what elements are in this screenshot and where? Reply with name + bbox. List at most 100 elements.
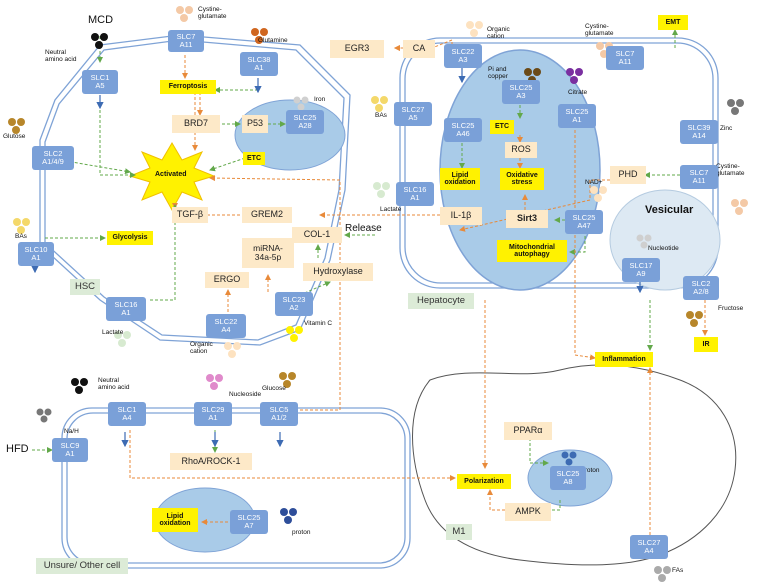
arrow-ppara-slc25a8 — [529, 438, 549, 466]
transporter-slc27a5: SLC27 A5 — [394, 102, 432, 126]
transporter-slc7a11-hep2: SLC7 A11 — [680, 165, 718, 189]
substrate-fructose: Fructose — [718, 305, 744, 312]
outcome-etc-hep: ETC — [490, 120, 514, 134]
mediator-phd: PHD — [610, 166, 646, 184]
transporter-slc39a14: SLC39 A14 — [680, 120, 718, 144]
transporter-slc25a46: SLC25 A46 — [444, 118, 482, 142]
mediator-sirt3: Sirt3 — [506, 210, 548, 228]
substrate-fas: FAs — [672, 567, 684, 574]
glucose-dots-bottom — [279, 372, 296, 388]
mcd-label: MCD — [88, 14, 114, 26]
hfd-label: HFD — [6, 443, 29, 455]
substrate-organic-cation-hsc: Organic cation — [190, 341, 213, 355]
zinc-dots — [727, 99, 744, 115]
substrate-nucleotide: Nucleotide — [648, 245, 679, 252]
transporter-slc5a12: SLC5 A1/2 — [260, 402, 298, 426]
transporter-slc25a1: SLC25 A1 — [558, 104, 596, 128]
transporter-slc23a2: SLC23 A2 — [275, 292, 313, 316]
substrate-glutamine: Glutamine — [258, 37, 288, 44]
substrate-glucose-bottom: Glucose — [262, 385, 286, 392]
vitamin-c-dots — [286, 326, 303, 342]
outcome-lipid-oxidation-other: Lipid oxidation — [152, 508, 198, 532]
mediator-ampk: AMPK — [505, 503, 551, 521]
substrate-proton: proton — [292, 529, 311, 536]
nad-dots — [590, 186, 607, 202]
m1-label: M1 — [446, 524, 472, 540]
substrate-vitamin-c: Vitamin C — [304, 320, 333, 327]
outcome-oxidative-stress: Oxidative stress — [500, 168, 544, 190]
substrate-pi-copper: Pi and copper — [488, 66, 508, 80]
substrate-nucleoside: Nucleoside — [229, 391, 262, 398]
arrow-slc38a1 — [214, 80, 259, 93]
substrate-glucose-left: Glutose — [3, 133, 26, 140]
substrate-neutral-aa: Neutral amino acid — [45, 49, 77, 63]
substrate-cystine-hsc: Cystine- glutamate — [198, 6, 227, 20]
organic-cation-dots-hsc — [224, 342, 241, 358]
unsure-cell-label: Unsure/ Other cell — [36, 558, 128, 574]
outcome-emt: EMT — [658, 15, 688, 30]
transporter-slc16a1-hep: SLC16 A1 — [396, 182, 434, 206]
arrow-slc16a1-activated — [150, 204, 178, 301]
other-cell-membrane — [61, 407, 411, 569]
outcome-ir: IR — [694, 337, 718, 352]
mediator-brd7: BRD7 — [172, 115, 220, 133]
substrate-neutral-aa-bottom: Neutral amino acid — [98, 377, 130, 391]
proton-dots — [280, 508, 297, 524]
vesicular-label: Vesicular — [645, 204, 694, 216]
outcome-glycolysis: Glycolysis — [107, 231, 153, 245]
release-label: Release — [345, 223, 382, 234]
mediator-il1b: IL-1β — [440, 207, 482, 225]
mediator-ergo: ERGO — [205, 272, 249, 288]
transporter-slc7a11-hsc: SLC7 A11 — [168, 30, 204, 52]
substrate-cystine-hep-right: Cystine- glutamate — [716, 163, 745, 177]
citrate-dots — [566, 68, 583, 84]
substrate-cystine-hep-top: Cystine- glutamate — [585, 23, 614, 37]
outcome-ferroptosis: Ferroptosis — [160, 80, 216, 94]
glucose-dots-left — [8, 118, 25, 134]
mediator-tgfb: TGF-β — [172, 207, 208, 223]
transporter-slc25a3: SLC25 A3 — [502, 80, 540, 104]
transporter-slc25a28: SLC25 A28 — [286, 110, 324, 134]
arrow-slc1a5-activated — [99, 80, 136, 178]
substrate-iron: Iron — [314, 96, 326, 103]
transporter-slc25a47: SLC25 A47 — [565, 210, 603, 234]
hepatocyte-label: Hepatocyte — [408, 293, 474, 309]
arrow-slc1a4-polarization — [129, 430, 456, 481]
mediator-p53: P53 — [242, 115, 268, 133]
outcome-polarization: Polarization — [457, 474, 511, 489]
transporter-slc16a1-hsc: SLC16 A1 — [106, 297, 146, 321]
transporter-slc25a7: SLC25 A7 — [230, 510, 268, 534]
mediator-grem2: GREM2 — [242, 207, 292, 223]
lcfa-dots — [561, 451, 577, 466]
bas-dots-hep — [371, 96, 388, 112]
mediator-mirna-34a-5p: miRNA- 34a-5p — [242, 238, 294, 268]
arrow-etc-activated — [209, 157, 246, 172]
transporter-slc17a9: SLC17 A9 — [622, 258, 660, 282]
transporter-slc10a1: SLC10 A1 — [18, 242, 54, 266]
transporter-slc1a4: SLC1 A4 — [108, 402, 146, 426]
iron-dots — [293, 96, 309, 111]
substrate-na-h: Na/H — [64, 428, 79, 435]
substrate-lactate-hsc: Lactate — [102, 329, 124, 336]
transporter-slc25a8: SLC25 A8 — [550, 466, 586, 490]
hsc-label: HSC — [70, 279, 100, 295]
m1-macrophage-outline — [412, 364, 737, 566]
cystine-dots-hsc — [176, 6, 193, 22]
outcome-inflammation: Inflammation — [595, 352, 653, 367]
glutamine-dots — [251, 28, 268, 44]
transporter-slc1a5: SLC1 A5 — [82, 70, 118, 94]
mediator-ros: ROS — [505, 142, 537, 158]
substrate-bas-hep: BAs — [375, 112, 387, 119]
outcome-etc-hsc: ETC — [243, 152, 265, 165]
nucleoside-dots — [206, 374, 223, 390]
hepatocyte-cell-membrane — [399, 37, 719, 289]
transporter-slc22a3: SLC22 A3 — [444, 44, 482, 68]
neutral-aa-dots-bottom — [71, 378, 88, 394]
mediator-egr3: EGR3 — [330, 40, 384, 58]
neutral-aa-dots — [91, 33, 108, 49]
substrate-dots — [8, 6, 748, 582]
fructose-dots — [686, 311, 703, 327]
outcome-activated: Activated — [155, 171, 187, 178]
transporter-slc29a1: SLC29 A1 — [194, 402, 232, 426]
bas-dots-left — [13, 218, 30, 234]
